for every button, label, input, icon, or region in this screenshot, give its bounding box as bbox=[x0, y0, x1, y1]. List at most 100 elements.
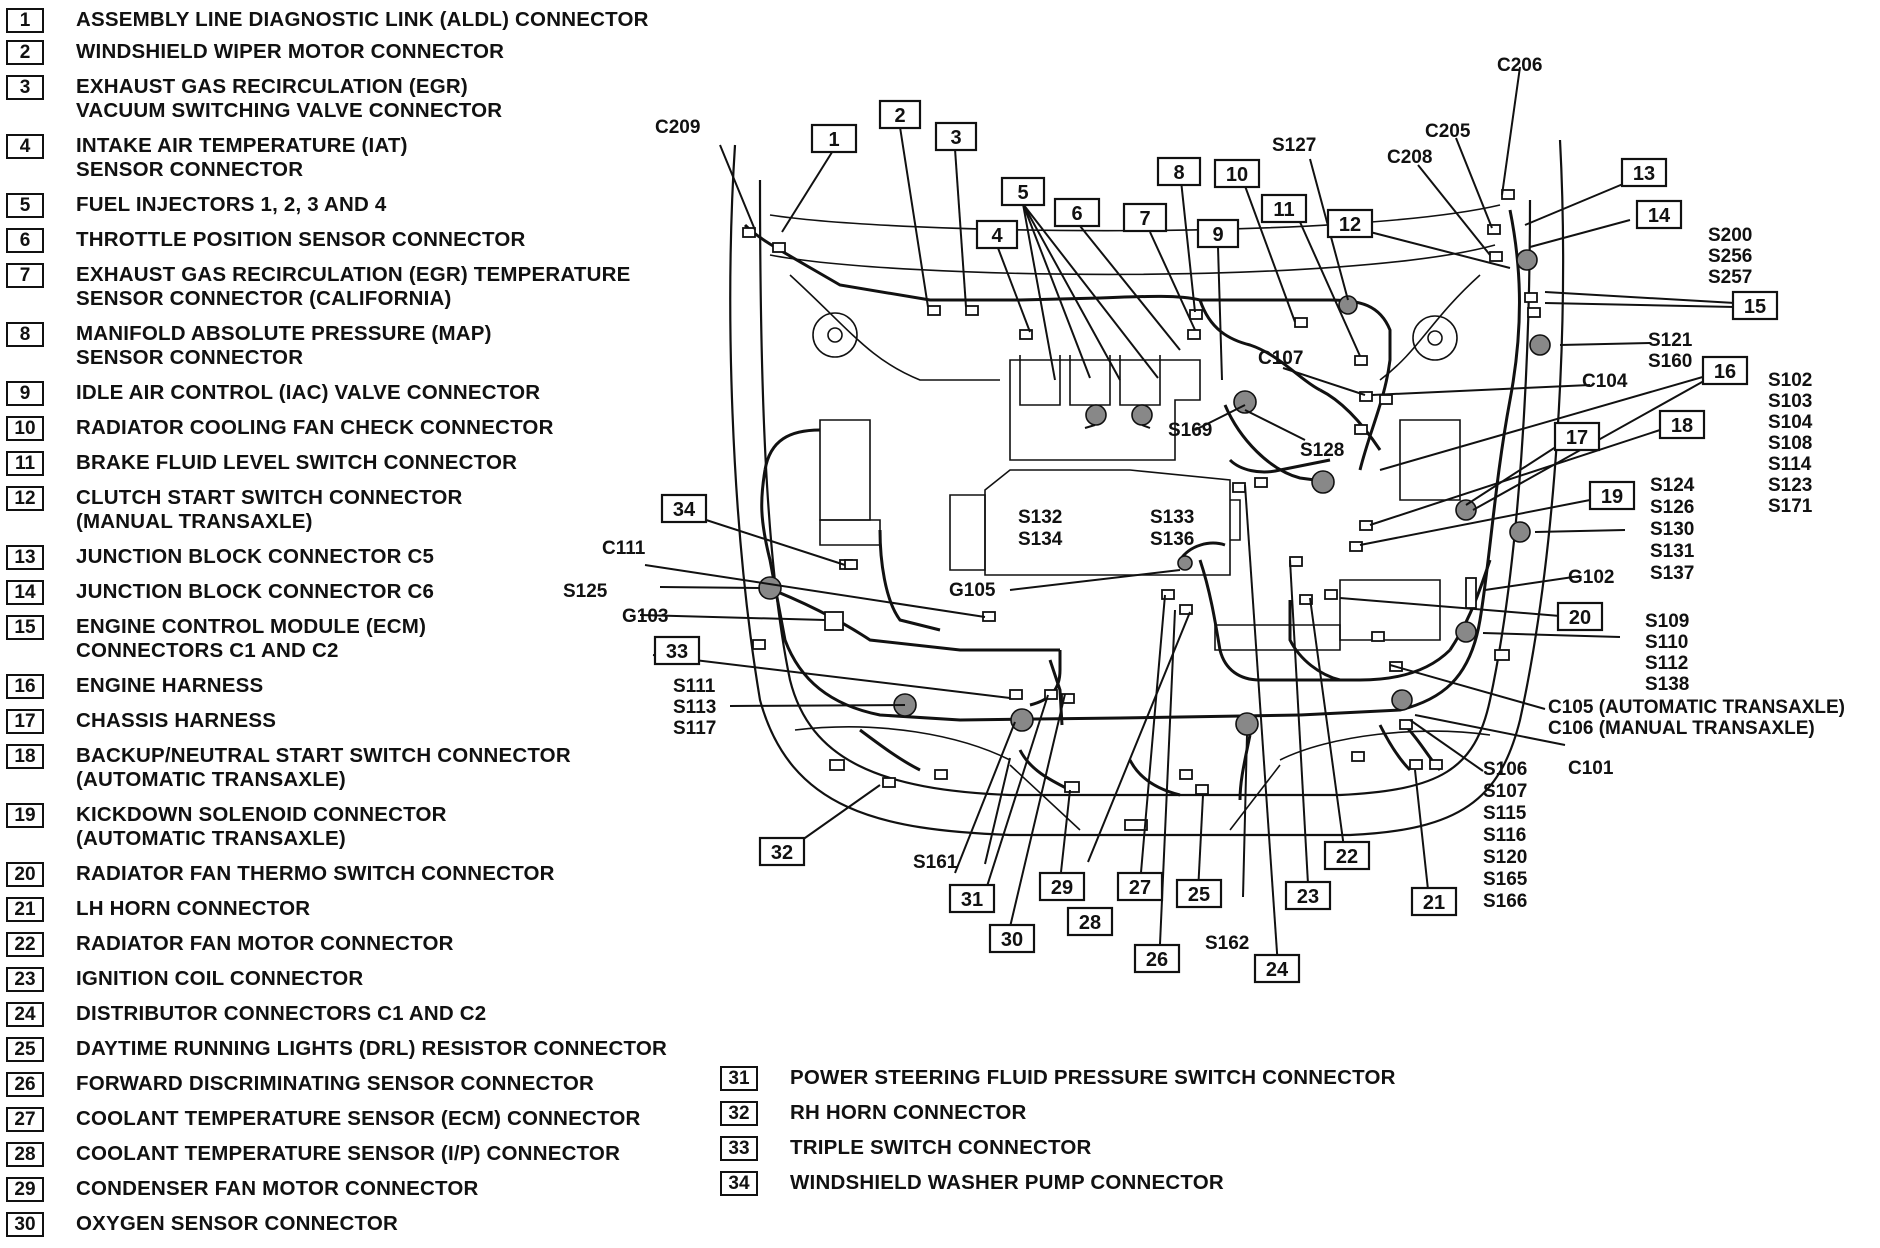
legend-item-7: 7 EXHAUST GAS RECIRCULATION (EGR) TEMPERA… bbox=[6, 263, 696, 322]
callout-28: 28 bbox=[1066, 906, 1114, 937]
svg-text:25: 25 bbox=[1188, 884, 1210, 906]
svg-text:S136: S136 bbox=[1150, 529, 1194, 550]
legend-number: 29 bbox=[6, 1177, 44, 1202]
callout-24: 24 bbox=[1253, 953, 1301, 984]
svg-text:3: 3 bbox=[950, 127, 961, 149]
legend-number: 14 bbox=[6, 580, 44, 605]
svg-text:S125: S125 bbox=[563, 581, 608, 602]
svg-text:S111: S111 bbox=[673, 676, 716, 697]
legend-number: 13 bbox=[6, 545, 44, 570]
svg-text:S102: S102 bbox=[1768, 370, 1812, 391]
svg-text:S103: S103 bbox=[1768, 391, 1812, 412]
svg-text:28: 28 bbox=[1079, 912, 1101, 934]
svg-text:13: 13 bbox=[1633, 163, 1655, 185]
svg-text:S128: S128 bbox=[1300, 440, 1344, 461]
legend-text: CHASSIS HARNESS bbox=[76, 709, 277, 732]
callout-2: 2 bbox=[878, 99, 922, 130]
legend-text: CLUTCH START SWITCH CONNECTOR (MANUAL TR… bbox=[76, 486, 463, 533]
svg-text:S110: S110 bbox=[1645, 632, 1688, 653]
svg-text:15: 15 bbox=[1744, 296, 1766, 318]
svg-text:S104: S104 bbox=[1768, 412, 1813, 433]
legend-text: MANIFOLD ABSOLUTE PRESSURE (MAP) SENSOR … bbox=[76, 322, 492, 369]
legend-number: 31 bbox=[720, 1066, 758, 1091]
legend-text: DAYTIME RUNNING LIGHTS (DRL) RESISTOR CO… bbox=[76, 1037, 668, 1060]
legend-text: BACKUP/NEUTRAL START SWITCH CONNECTOR (A… bbox=[76, 744, 571, 791]
legend-number: 18 bbox=[6, 744, 44, 769]
callout-1: 1 bbox=[810, 123, 858, 154]
svg-text:34: 34 bbox=[673, 499, 696, 521]
svg-text:S108: S108 bbox=[1768, 433, 1812, 454]
legend-text: IDLE AIR CONTROL (IAC) VALVE CONNECTOR bbox=[76, 381, 541, 404]
legend-text: EXHAUST GAS RECIRCULATION (EGR) VACUUM S… bbox=[76, 75, 503, 122]
legend-number: 7 bbox=[6, 263, 44, 288]
legend-text: DISTRIBUTOR CONNECTORS C1 AND C2 bbox=[76, 1002, 487, 1025]
svg-text:2: 2 bbox=[894, 105, 905, 127]
legend-text: INTAKE AIR TEMPERATURE (IAT) SENSOR CONN… bbox=[76, 134, 408, 181]
svg-text:30: 30 bbox=[1001, 929, 1023, 951]
legend-text: WINDSHIELD WIPER MOTOR CONNECTOR bbox=[76, 40, 505, 63]
svg-text:27: 27 bbox=[1129, 877, 1151, 899]
legend-text: WINDSHIELD WASHER PUMP CONNECTOR bbox=[790, 1171, 1224, 1194]
callout-7: 7 bbox=[1122, 202, 1168, 233]
svg-text:G103: G103 bbox=[622, 606, 668, 627]
svg-text:32: 32 bbox=[771, 842, 793, 864]
svg-text:19: 19 bbox=[1601, 486, 1623, 508]
svg-text:7: 7 bbox=[1139, 208, 1150, 230]
legend-number: 4 bbox=[6, 134, 44, 159]
legend-number: 9 bbox=[6, 381, 44, 406]
svg-text:S120: S120 bbox=[1483, 847, 1527, 868]
callout-19: 19 bbox=[1588, 480, 1636, 511]
legend-number: 2 bbox=[6, 40, 44, 65]
legend-number: 25 bbox=[6, 1037, 44, 1062]
legend-text: RH HORN CONNECTOR bbox=[790, 1101, 1027, 1124]
svg-text:23: 23 bbox=[1297, 886, 1319, 908]
legend-text: FORWARD DISCRIMINATING SENSOR CONNECTOR bbox=[76, 1072, 595, 1095]
legend-number: 28 bbox=[6, 1142, 44, 1167]
legend-item-8: 8 MANIFOLD ABSOLUTE PRESSURE (MAP) SENSOR… bbox=[6, 322, 696, 381]
splice-points bbox=[758, 249, 1551, 736]
svg-text:18: 18 bbox=[1671, 415, 1693, 437]
svg-text:C105 (AUTOMATIC TRANSAXLE): C105 (AUTOMATIC TRANSAXLE) bbox=[1548, 697, 1845, 718]
legend-number: 8 bbox=[6, 322, 44, 347]
callout-6: 6 bbox=[1053, 197, 1101, 228]
svg-text:11: 11 bbox=[1273, 199, 1294, 221]
legend-number: 6 bbox=[6, 228, 44, 253]
svg-text:22: 22 bbox=[1336, 846, 1358, 868]
svg-text:26: 26 bbox=[1146, 949, 1168, 971]
svg-text:S112: S112 bbox=[1645, 653, 1688, 674]
svg-text:S133: S133 bbox=[1150, 507, 1194, 528]
legend-text: ENGINE HARNESS bbox=[76, 674, 264, 697]
svg-text:S132: S132 bbox=[1018, 507, 1062, 528]
callout-9: 9 bbox=[1196, 218, 1240, 249]
svg-text:17: 17 bbox=[1566, 427, 1588, 449]
legend-number: 20 bbox=[6, 862, 44, 887]
legend-text: CONDENSER FAN MOTOR CONNECTOR bbox=[76, 1177, 479, 1200]
legend-text: EXHAUST GAS RECIRCULATION (EGR) TEMPERAT… bbox=[76, 263, 631, 310]
svg-text:S162: S162 bbox=[1205, 933, 1249, 954]
vehicle-outline bbox=[729, 139, 1565, 837]
legend-number: 21 bbox=[6, 897, 44, 922]
legend-number: 33 bbox=[720, 1136, 758, 1161]
svg-text:9: 9 bbox=[1212, 224, 1223, 246]
legend-number: 10 bbox=[6, 416, 44, 441]
legend-text: RADIATOR FAN THERMO SWITCH CONNECTOR bbox=[76, 862, 555, 885]
svg-text:10: 10 bbox=[1226, 164, 1248, 186]
callout-21: 21 bbox=[1410, 886, 1458, 917]
callout-18: 18 bbox=[1658, 409, 1706, 440]
svg-text:C209: C209 bbox=[655, 117, 700, 138]
svg-text:S116: S116 bbox=[1483, 825, 1526, 846]
callout-22: 22 bbox=[1323, 840, 1371, 871]
svg-text:S134: S134 bbox=[1018, 529, 1063, 550]
